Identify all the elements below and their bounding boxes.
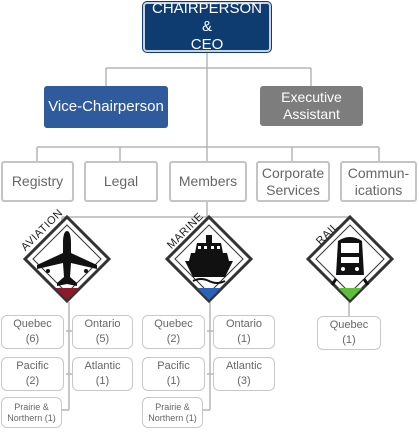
ship-icon — [164, 214, 254, 304]
region-count: (1) — [95, 374, 110, 387]
region-name: Quebec — [13, 318, 52, 331]
region-name: Quebec — [154, 318, 193, 331]
aviation-region-ontario: Ontario (5) — [72, 315, 133, 349]
department-members-label: Members — [178, 173, 238, 190]
executive-assistant-line2: Assistant — [283, 106, 340, 122]
region-count: (1) — [342, 333, 356, 346]
marine-region-quebec: Quebec (2) — [142, 315, 205, 349]
department-legal: Legal — [84, 161, 158, 202]
region-name-line2: Northern (1) — [148, 412, 197, 423]
chairperson-title-line2: CEO — [190, 36, 224, 53]
aviation-region-pacific: Pacific (2) — [1, 357, 64, 391]
aviation-region-atlantic: Atlantic (1) — [72, 357, 133, 391]
region-name: Pacific — [16, 360, 49, 373]
marine-region-atlantic: Atlantic (3) — [213, 357, 275, 391]
region-name: Pacific — [157, 360, 190, 373]
department-corporate-line1: Corporate — [261, 164, 325, 181]
aviation-region-prairie-northern: Prairie & Northern (1) — [1, 397, 62, 428]
region-name: Quebec — [329, 319, 369, 332]
department-communications-line2: ications — [354, 181, 403, 198]
region-name: Ontario — [84, 318, 121, 331]
executive-assistant-box: Executive Assistant — [260, 86, 363, 126]
region-count: (2) — [166, 332, 181, 345]
region-count: (1) — [166, 374, 181, 387]
region-name-line2: Northern (1) — [7, 412, 56, 423]
region-count: (6) — [25, 332, 40, 345]
region-count: (5) — [95, 332, 110, 345]
department-legal-label: Legal — [103, 173, 139, 190]
region-name: Prairie & — [155, 401, 190, 412]
vice-chairperson-label: Vice-Chairperson — [48, 98, 164, 115]
region-count: (1) — [237, 332, 251, 345]
region-count: (2) — [25, 374, 40, 387]
train-icon — [305, 214, 395, 304]
region-name: Prairie & — [14, 401, 49, 412]
marine-region-pacific: Pacific (1) — [142, 357, 205, 391]
department-registry: Registry — [1, 161, 74, 202]
department-communications-line1: Commun- — [347, 164, 410, 181]
department-corporate-services: Corporate Services — [256, 161, 330, 202]
aviation-region-quebec: Quebec (6) — [1, 315, 64, 349]
vice-chairperson-box: Vice-Chairperson — [44, 86, 168, 128]
department-registry-label: Registry — [11, 173, 64, 190]
aviation-mode: AVIATION — [19, 207, 113, 305]
region-name: Atlantic — [225, 360, 263, 373]
marine-mode: MARINE — [163, 211, 255, 305]
chairperson-ceo-box: CHAIRPERSON & CEO — [143, 0, 271, 53]
chairperson-title-line1: CHAIRPERSON & — [151, 0, 263, 35]
executive-assistant-line1: Executive — [281, 89, 342, 106]
department-members: Members — [169, 161, 247, 202]
marine-region-prairie-northern: Prairie & Northern (1) — [142, 397, 203, 428]
department-corporate-line2: Services — [266, 181, 320, 198]
region-name: Ontario — [225, 318, 263, 331]
marine-region-ontario: Ontario (1) — [213, 315, 275, 349]
airplane-icon — [22, 214, 112, 304]
department-communications: Commun- ications — [340, 161, 417, 202]
region-name: Atlantic — [84, 360, 121, 373]
region-count: (3) — [237, 374, 251, 387]
rail-mode: RAIL — [304, 213, 396, 305]
rail-region-quebec: Quebec (1) — [317, 316, 381, 350]
